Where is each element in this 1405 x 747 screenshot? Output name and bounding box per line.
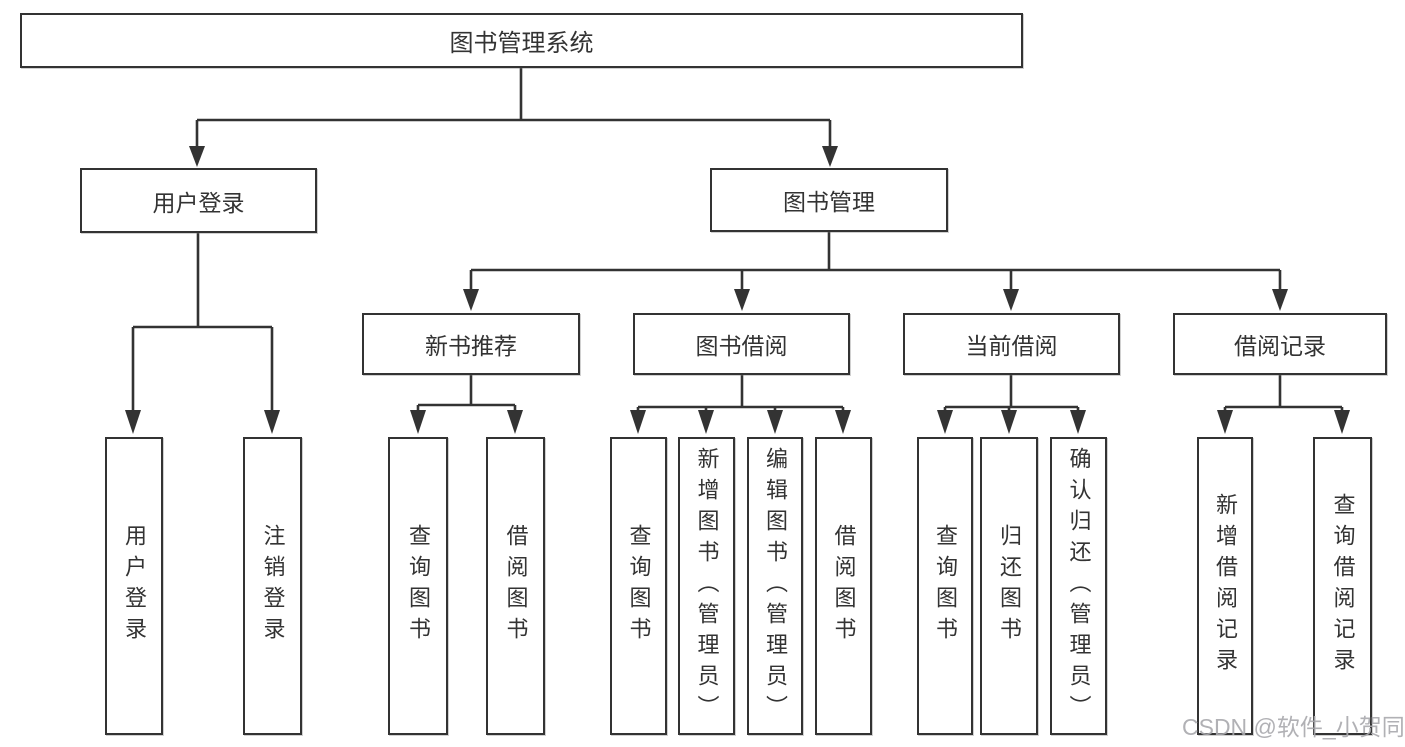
arrowhead bbox=[937, 410, 953, 434]
node-user-login: 用户登录 bbox=[80, 168, 317, 233]
leaf-label: 借阅图书 bbox=[831, 524, 857, 648]
leaf-label: 新增图书（管理员） bbox=[694, 446, 720, 726]
leaf-label: 查询图书 bbox=[406, 524, 431, 648]
arrowhead bbox=[1217, 410, 1233, 434]
node-new-book-recommend: 新书推荐 bbox=[362, 313, 580, 375]
node-root-system: 图书管理系统 bbox=[20, 13, 1023, 68]
leaf-label: 查询借阅记录 bbox=[1330, 493, 1356, 679]
leaf-query-books-current: 查询图书 bbox=[917, 437, 973, 735]
leaf-return-book: 归还图书 bbox=[980, 437, 1038, 735]
arrowhead bbox=[630, 410, 646, 434]
leaf-label: 注销登录 bbox=[260, 524, 286, 648]
leaf-add-book-admin: 新增图书（管理员） bbox=[678, 437, 735, 735]
arrowhead bbox=[1070, 410, 1086, 434]
node-book-management: 图书管理 bbox=[710, 168, 948, 232]
node-book-borrowing: 图书借阅 bbox=[633, 313, 850, 375]
leaf-query-books-recommend: 查询图书 bbox=[388, 437, 448, 735]
leaf-label: 查询图书 bbox=[933, 524, 958, 648]
arrowhead bbox=[410, 410, 426, 434]
leaf-borrow-books-borrowing: 借阅图书 bbox=[815, 437, 872, 735]
arrowhead bbox=[822, 146, 838, 167]
arrowhead bbox=[767, 410, 783, 434]
arrowhead bbox=[507, 410, 523, 434]
leaf-label: 新增借阅记录 bbox=[1213, 493, 1238, 679]
leaf-label: 确认归还（管理员） bbox=[1066, 446, 1092, 726]
leaf-label: 编辑图书（管理员） bbox=[763, 446, 788, 726]
leaf-label: 用户登录 bbox=[122, 524, 147, 648]
leaf-query-books-borrowing: 查询图书 bbox=[610, 437, 667, 735]
csdn-watermark: CSDN @软件_小贺同学 bbox=[1182, 714, 1405, 740]
node-borrowing-records: 借阅记录 bbox=[1173, 313, 1387, 375]
arrowhead bbox=[1272, 289, 1288, 311]
leaf-logout: 注销登录 bbox=[243, 437, 302, 735]
leaf-add-borrow-record: 新增借阅记录 bbox=[1197, 437, 1253, 735]
leaf-label: 归还图书 bbox=[997, 524, 1022, 648]
arrowhead bbox=[1003, 289, 1019, 311]
arrowhead bbox=[1001, 410, 1017, 434]
arrowhead bbox=[189, 146, 205, 167]
arrowhead bbox=[125, 410, 141, 434]
leaf-query-borrow-record: 查询借阅记录 bbox=[1313, 437, 1372, 735]
leaf-edit-book-admin: 编辑图书（管理员） bbox=[747, 437, 803, 735]
node-current-borrowing: 当前借阅 bbox=[903, 313, 1120, 375]
leaf-confirm-return-admin: 确认归还（管理员） bbox=[1050, 437, 1107, 735]
leaf-borrow-books-recommend: 借阅图书 bbox=[486, 437, 545, 735]
leaf-label: 查询图书 bbox=[626, 524, 652, 648]
arrowhead bbox=[264, 410, 280, 434]
arrowhead bbox=[463, 289, 479, 311]
arrowhead bbox=[835, 410, 851, 434]
arrowhead bbox=[698, 410, 714, 434]
leaf-user-login: 用户登录 bbox=[105, 437, 163, 735]
arrowhead bbox=[1334, 410, 1350, 434]
leaf-label: 借阅图书 bbox=[503, 524, 529, 648]
arrowhead bbox=[734, 289, 750, 311]
